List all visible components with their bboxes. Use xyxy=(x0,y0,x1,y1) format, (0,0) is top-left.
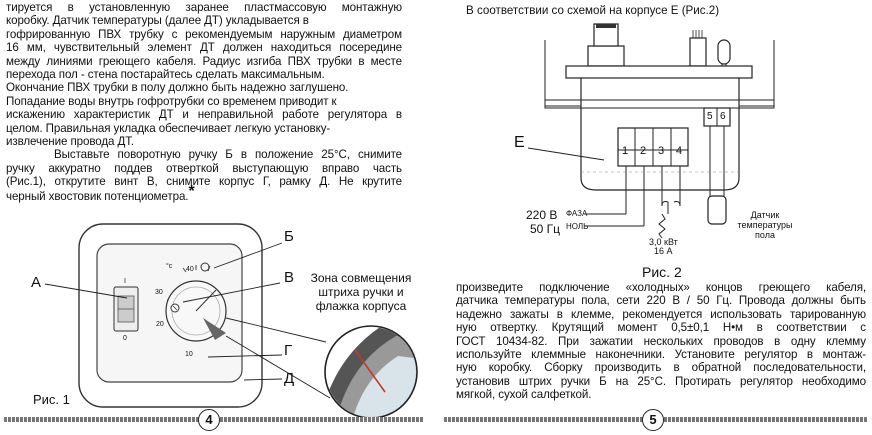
zone-caption: Зона совмещения штриха ручки и флажка ко… xyxy=(302,271,420,313)
text-line: тируется в установленную заранее пластма… xyxy=(6,1,402,14)
label-b: Б xyxy=(284,228,294,245)
figure-2-drawing xyxy=(527,23,775,239)
sensor-caption-line: пола xyxy=(755,230,775,240)
label-v: В xyxy=(284,269,295,286)
floor-sensor xyxy=(707,195,727,225)
terminal-6: 6 xyxy=(720,111,726,122)
right-heading: В соответствии со схемой на корпусе Е (Р… xyxy=(466,4,720,17)
text-line: извлечение провода ДТ. xyxy=(6,135,135,149)
text-line: надежно зажаты в клемме, рекомендуется и… xyxy=(456,307,866,321)
label-e: Е xyxy=(514,134,525,151)
text-line: искажению характеристик ДТ и неправильно… xyxy=(6,108,402,122)
text-line: используйте клеммные наконечники. Устано… xyxy=(456,348,866,362)
right-footer: 5 xyxy=(444,409,868,431)
figure-1-drawing xyxy=(44,223,418,419)
text-line: коробку. Датчик температуры (далее ДТ) у… xyxy=(6,14,309,28)
left-paragraph: тируется в установленную заранее пластма… xyxy=(6,1,402,203)
dial-tick-20: 20 xyxy=(156,321,164,328)
page-number: 4 xyxy=(198,409,220,431)
sensor-caption-line: температуры xyxy=(737,220,793,230)
dial-tick-40: 40 xyxy=(186,266,194,273)
terminal-2: 2 xyxy=(640,145,647,157)
label-g: Г xyxy=(284,342,293,359)
switch-off-mark: 0 xyxy=(123,335,127,342)
voltage-label: 220 В xyxy=(526,208,558,222)
figure-2-caption: Рис. 2 xyxy=(642,264,682,280)
sensor-caption: Датчик температуры пола xyxy=(732,210,798,240)
text-line: датчика температуры пола, сети 220 В / 5… xyxy=(456,294,866,308)
text-line: ную отвертку. Крутящий момент 0,5±0,1 Н•… xyxy=(456,321,866,335)
text-line: перехода пол - стена постарайтесь сделат… xyxy=(6,68,325,82)
switch-on-mark: I xyxy=(124,278,126,285)
label-a: А xyxy=(31,274,42,291)
right-page: В соответствии со схемой на корпусе Е (Р… xyxy=(436,0,872,435)
terminal-1: 1 xyxy=(622,145,629,157)
zone-caption-line: Зона совмещения xyxy=(310,271,412,285)
left-footer: 4 xyxy=(4,409,424,431)
text-line: целом. Правильная укладка обеспечивает л… xyxy=(6,121,331,135)
zone-caption-line: штриха ручки и xyxy=(318,285,404,299)
zone-caption-line: флажка корпуса xyxy=(315,299,407,313)
load-current-label: 16 А xyxy=(654,246,673,256)
terminal-4: 4 xyxy=(676,145,683,157)
text-line: гофрированную ПВХ трубку с рекомендуемым… xyxy=(6,27,402,41)
frequency-label: 50 Гц xyxy=(530,222,561,236)
dial-tick-30: 30 xyxy=(155,289,163,296)
text-line: Окончание ПВХ трубки в полу должно быть … xyxy=(6,81,349,95)
dial-tick-10: 10 xyxy=(185,351,193,358)
left-page: тируется в установленную заранее пластма… xyxy=(4,1,424,431)
text-line: ную коробку. Сборку производить в обратн… xyxy=(456,361,866,375)
text-line: ГОСТ 10434-82. При зажатии нескольких пр… xyxy=(456,334,866,348)
text-line: Попадание воды внутрь гофротрубки со вре… xyxy=(6,94,337,108)
text-line: между линиями греющего кабеля. Радиус из… xyxy=(6,54,402,68)
load-power-label: 3,0 кВт xyxy=(649,237,678,247)
text-line: произведите подключение «холодных» концо… xyxy=(456,281,866,294)
terminal-3: 3 xyxy=(658,145,665,157)
text-line: Выставьте поворотную ручку Б в положение… xyxy=(54,148,402,162)
text-line: установив штрих ручки Б на 25°С. Протира… xyxy=(456,374,866,388)
text-line: (Рис.1), открутите винт В, снимите корпу… xyxy=(6,175,402,189)
text-line: ручку аккуратно поддев отверткой выступа… xyxy=(6,161,402,175)
text-line: 16 мм, чувствительный элемент ДТ должен … xyxy=(6,41,402,55)
text-line: мягкой, сухой салфеткой. xyxy=(456,388,592,402)
right-paragraph: произведите подключение «холодных» концо… xyxy=(456,281,866,402)
phase-label: ФАЗА xyxy=(566,209,588,218)
neutral-label: НОЛЬ xyxy=(566,222,589,231)
asterisk-note: * xyxy=(188,182,195,200)
dial-unit: °c xyxy=(166,263,173,270)
figure-1-caption: Рис. 1 xyxy=(33,392,70,407)
housing-e xyxy=(580,78,740,191)
page-number: 5 xyxy=(642,409,664,431)
label-d: Д xyxy=(284,370,295,387)
terminal-5: 5 xyxy=(707,111,713,122)
sensor-caption-line: Датчик xyxy=(750,210,780,220)
text-line: черный хвостовик потенциометра. xyxy=(6,189,189,203)
